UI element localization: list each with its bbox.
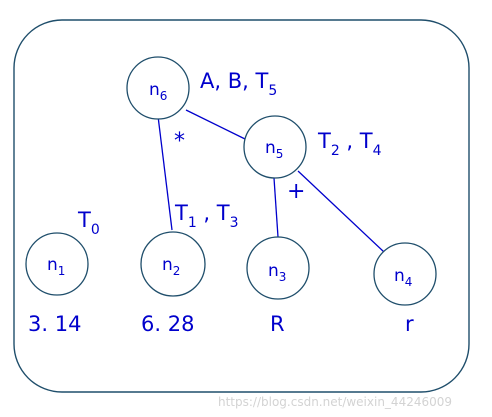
node-n6-annotation: A, B, T5 xyxy=(200,69,277,99)
node-n4-circle xyxy=(373,242,437,306)
edge-n5-n4 xyxy=(297,170,385,253)
node-n3-circle xyxy=(246,236,310,300)
node-n5-label: n5 xyxy=(265,138,283,161)
edge-n6-n2 xyxy=(157,115,173,231)
node-n6-label: n6 xyxy=(149,80,167,103)
edge-n5-n3 xyxy=(273,177,279,238)
diagram-frame xyxy=(13,19,470,393)
value-n4: r xyxy=(405,312,414,336)
operator-plus: + xyxy=(287,179,305,204)
value-n3: R xyxy=(270,312,285,336)
node-n6-circle xyxy=(126,56,190,120)
operator-times: * xyxy=(174,129,185,154)
node-n5-circle xyxy=(243,115,307,179)
node-n1-label: n1 xyxy=(47,255,65,278)
value-n1: 3. 14 xyxy=(28,312,81,336)
node-n5-annotation: T2 , T4 xyxy=(317,129,382,159)
node-n3-label: n3 xyxy=(268,261,286,284)
node-n2-label: n2 xyxy=(162,255,180,278)
watermark: https://blog.csdn.net/weixin_44246009 xyxy=(218,395,452,409)
node-n2-circle xyxy=(140,231,206,297)
node-n1-annotation: T0 xyxy=(77,208,100,238)
node-n4-label: n4 xyxy=(394,266,412,289)
node-n2-annotation: T1 , T3 xyxy=(174,201,239,231)
node-n1-circle xyxy=(25,232,89,296)
value-n2: 6. 28 xyxy=(141,312,194,336)
edge-n6-n5 xyxy=(185,109,246,140)
